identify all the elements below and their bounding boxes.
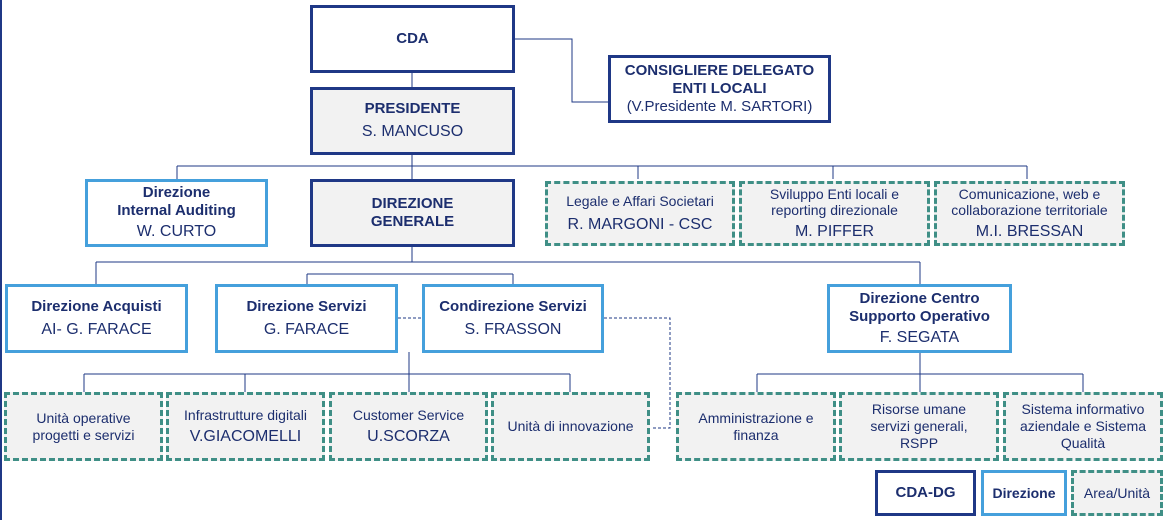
internal-auditing-line2: Internal Auditing xyxy=(117,202,236,220)
infrastrutture-line1: Infrastrutture digitali xyxy=(184,406,307,423)
presidente-name: S. MANCUSO xyxy=(361,123,464,141)
legend-cda-dg-label: CDA-DG xyxy=(895,484,956,501)
risorse-umane-box: Risorse umane servizi generali, RSPP xyxy=(839,392,999,461)
comunicazione-line2: collaborazione territoriale xyxy=(951,202,1108,219)
customer-service-name: U.SCORZA xyxy=(367,428,450,446)
legend-area-unita-label: Area/Unità xyxy=(1083,484,1151,501)
sistema-informativo-line2: aziendale e Sistema xyxy=(1019,418,1147,435)
consigliere-line1: CONSIGLIERE DELEGATO xyxy=(624,62,815,79)
servizi-box: Direzione Servizi G. FARACE xyxy=(215,284,398,353)
presidente-box: PRESIDENTE S. MANCUSO xyxy=(310,87,515,155)
acquisti-title: Direzione Acquisti xyxy=(31,297,162,315)
unita-operative-box: Unità operative progetti e servizi xyxy=(4,392,163,461)
legend-cda-dg: CDA-DG xyxy=(875,470,976,516)
legend-direzione-label: Direzione xyxy=(992,484,1056,501)
legale-box: Legale e Affari Societari R. MARGONI - C… xyxy=(545,181,735,246)
left-edge-line xyxy=(0,0,2,520)
amministrazione-line1: Amministrazione e xyxy=(698,409,814,426)
risorse-umane-line1: Risorse umane xyxy=(871,401,967,418)
acquisti-box: Direzione Acquisti AI- G. FARACE xyxy=(5,284,188,353)
comunicazione-name: M.I. BRESSAN xyxy=(975,223,1084,241)
consigliere-box: CONSIGLIERE DELEGATO ENTI LOCALI (V.Pres… xyxy=(608,55,831,123)
unita-operative-line2: progetti e servizi xyxy=(32,426,135,443)
sviluppo-line1: Sviluppo Enti locali e xyxy=(769,185,900,202)
sistema-informativo-line3: Qualità xyxy=(1060,434,1106,451)
direzione-generale-line1: DIREZIONE xyxy=(371,195,454,212)
servizi-name: G. FARACE xyxy=(263,320,350,338)
sviluppo-name: M. PIFFER xyxy=(794,223,875,241)
acquisti-name: AI- G. FARACE xyxy=(41,320,152,338)
risorse-umane-line2: servizi generali, xyxy=(870,418,968,435)
cda-title: CDA xyxy=(396,30,429,47)
consigliere-line2: ENTI LOCALI xyxy=(672,80,767,97)
condirezione-box: Condirezione Servizi S. FRASSON xyxy=(422,284,604,353)
amministrazione-line2: finanza xyxy=(733,426,779,443)
legend-direzione: Direzione xyxy=(981,470,1067,516)
innovazione-box: Unità di innovazione xyxy=(491,392,650,461)
legale-line1: Legale e Affari Societari xyxy=(566,193,714,209)
centro-line2: Supporto Operativo xyxy=(849,307,990,325)
centro-line1: Direzione Centro xyxy=(859,289,980,307)
direzione-generale-box: DIREZIONE GENERALE xyxy=(310,179,515,247)
amministrazione-box: Amministrazione e finanza xyxy=(676,392,836,461)
consigliere-line3: (V.Presidente M. SARTORI) xyxy=(626,98,813,115)
comunicazione-box: Comunicazione, web e collaborazione terr… xyxy=(934,181,1125,246)
condirezione-name: S. FRASSON xyxy=(464,320,562,338)
centro-box: Direzione Centro Supporto Operativo F. S… xyxy=(827,284,1012,353)
customer-service-box: Customer Service U.SCORZA xyxy=(329,392,488,461)
sistema-informativo-box: Sistema informativo aziendale e Sistema … xyxy=(1003,392,1163,461)
cda-box: CDA xyxy=(310,5,515,73)
customer-service-line1: Customer Service xyxy=(352,406,465,423)
condirezione-title: Condirezione Servizi xyxy=(439,297,587,315)
presidente-title: PRESIDENTE xyxy=(364,100,461,118)
sistema-informativo-line1: Sistema informativo xyxy=(1021,401,1145,418)
direzione-generale-line2: GENERALE xyxy=(370,213,455,230)
internal-auditing-name: W. CURTO xyxy=(136,223,217,241)
risorse-umane-line3: RSPP xyxy=(899,434,939,451)
innovazione-line1: Unità di innovazione xyxy=(507,418,634,435)
internal-auditing-line1: Direzione xyxy=(142,184,211,202)
internal-auditing-box: Direzione Internal Auditing W. CURTO xyxy=(85,179,268,247)
sviluppo-line2: reporting direzionale xyxy=(771,202,898,219)
infrastrutture-box: Infrastrutture digitali V.GIACOMELLI xyxy=(166,392,325,461)
infrastrutture-name: V.GIACOMELLI xyxy=(189,428,302,446)
servizi-title: Direzione Servizi xyxy=(246,297,367,315)
unita-operative-line1: Unità operative xyxy=(36,409,131,426)
legale-name: R. MARGONI - CSC xyxy=(567,215,713,233)
comunicazione-line1: Comunicazione, web e xyxy=(958,185,1101,202)
legend-area-unita: Area/Unità xyxy=(1071,470,1163,516)
sviluppo-box: Sviluppo Enti locali e reporting direzio… xyxy=(739,181,930,246)
centro-name: F. SEGATA xyxy=(879,328,960,346)
